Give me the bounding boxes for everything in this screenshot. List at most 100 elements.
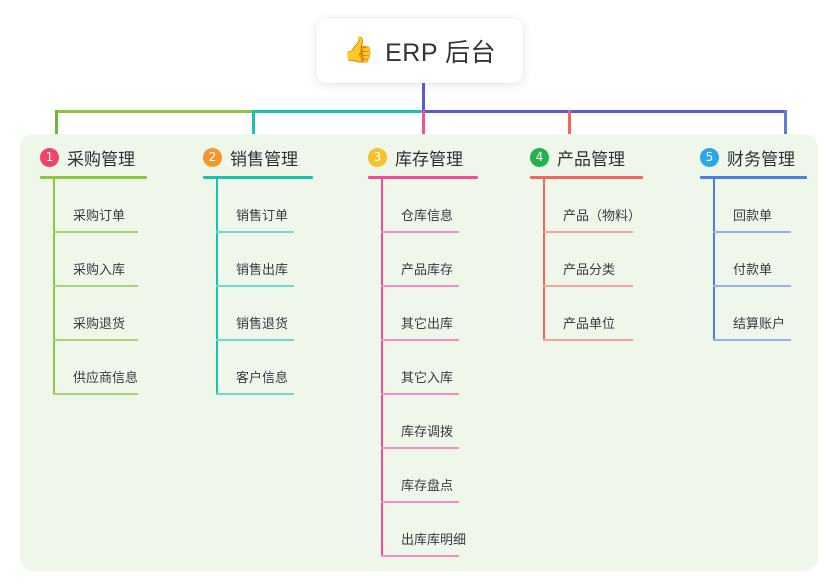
list-item[interactable]: 付款单: [700, 233, 807, 287]
list-item-label: 库存调拨: [401, 424, 454, 439]
column-underline-4: [530, 176, 643, 179]
column-spine-4: [543, 179, 545, 341]
column-underline-3: [368, 176, 478, 179]
column-underline-5: [700, 176, 807, 179]
list-item[interactable]: 产品分类: [530, 233, 643, 287]
list-item[interactable]: 销售出库: [203, 233, 313, 287]
thumbs-up-icon: 👍: [342, 36, 375, 64]
column-items-4: 产品（物料） 产品分类产品单位: [530, 179, 643, 341]
list-item-label: 其它出库: [401, 316, 454, 331]
list-item[interactable]: 采购入库: [40, 233, 147, 287]
list-item-label: 供应商信息: [73, 370, 139, 385]
list-item[interactable]: 产品库存: [368, 233, 478, 287]
list-item[interactable]: 销售退货: [203, 287, 313, 341]
page-title: ERP 后台: [385, 38, 497, 67]
column-4: 4 产品管理产品（物料） 产品分类产品单位: [530, 145, 643, 341]
list-item-rule: [543, 339, 633, 341]
list-item[interactable]: 回款单: [700, 179, 807, 233]
list-item-rule: [713, 285, 791, 287]
list-item-rule: [713, 231, 791, 233]
column-underline-1: [40, 176, 147, 179]
connector-drop-3: [422, 110, 425, 140]
column-badge-1: 1: [40, 147, 59, 167]
column-2: 2 销售管理销售订单销售出库销售退货客户信息: [203, 145, 313, 395]
column-badge-5: 5: [700, 147, 719, 167]
column-badge-2: 2: [203, 147, 222, 167]
column-header-2[interactable]: 2 销售管理: [203, 145, 313, 169]
list-item-label: 产品库存: [401, 262, 454, 277]
list-item-rule: [216, 339, 294, 341]
list-item[interactable]: 库存盘点: [368, 449, 478, 503]
list-item-rule: [381, 501, 459, 503]
list-item-rule: [381, 447, 459, 449]
list-item-label: 采购退货: [73, 316, 126, 331]
list-item[interactable]: 产品（物料）: [530, 179, 643, 233]
list-item-label: 结算账户: [733, 316, 786, 331]
list-item-rule: [543, 285, 633, 287]
list-item[interactable]: 其它入库: [368, 341, 478, 395]
column-underline-2: [203, 176, 313, 179]
list-item[interactable]: 产品单位: [530, 287, 643, 341]
list-item-label: 出库库明细: [401, 532, 467, 547]
column-items-1: 采购订单采购入库采购退货供应商信息: [40, 179, 147, 395]
column-items-5: 回款单付款单结算账户: [700, 179, 807, 341]
list-item-label: 付款单: [733, 262, 773, 277]
list-item[interactable]: 库存调拨: [368, 395, 478, 449]
list-item-label: 回款单: [733, 208, 773, 223]
list-item[interactable]: 客户信息: [203, 341, 313, 395]
list-item-rule: [381, 555, 459, 557]
column-title-5: 财务管理: [727, 149, 795, 169]
column-title-1: 采购管理: [67, 149, 135, 169]
list-item[interactable]: 结算账户: [700, 287, 807, 341]
list-item-rule: [381, 285, 459, 287]
list-item-rule: [216, 231, 294, 233]
column-items-3: 仓库信息产品库存其它出库其它入库库存调拨库存盘点出库库明细: [368, 179, 478, 557]
list-item-rule: [53, 393, 138, 395]
list-item-rule: [216, 393, 294, 395]
root-title-card[interactable]: 👍 ERP 后台: [316, 18, 523, 83]
connector-drop-4: [568, 110, 571, 140]
list-item-rule: [713, 339, 791, 341]
list-item-label: 产品（物料）: [563, 208, 642, 223]
connector-drop-2: [252, 110, 255, 140]
diagram-panel: [20, 134, 818, 571]
connector-bar-green: [55, 110, 254, 113]
column-spine-2: [216, 179, 218, 395]
column-spine-5: [713, 179, 715, 341]
list-item-label: 销售出库: [236, 262, 289, 277]
list-item-rule: [381, 393, 459, 395]
column-1: 1 采购管理采购订单采购入库采购退货供应商信息: [40, 145, 147, 395]
list-item-label: 产品分类: [563, 262, 616, 277]
column-title-2: 销售管理: [230, 149, 298, 169]
column-badge-3: 3: [368, 147, 387, 167]
list-item-label: 其它入库: [401, 370, 454, 385]
list-item[interactable]: 采购退货: [40, 287, 147, 341]
list-item-rule: [381, 339, 459, 341]
connector-bar-blue: [422, 110, 787, 113]
column-badge-4: 4: [530, 147, 549, 167]
column-5: 5 财务管理回款单付款单结算账户: [700, 145, 807, 341]
list-item[interactable]: 销售订单: [203, 179, 313, 233]
column-title-4: 产品管理: [557, 149, 625, 169]
list-item-label: 产品单位: [563, 316, 616, 331]
column-items-2: 销售订单销售出库销售退货客户信息: [203, 179, 313, 395]
list-item[interactable]: 出库库明细: [368, 503, 478, 557]
list-item-rule: [53, 339, 138, 341]
list-item-label: 仓库信息: [401, 208, 454, 223]
list-item-label: 库存盘点: [401, 478, 454, 493]
list-item[interactable]: 其它出库: [368, 287, 478, 341]
column-header-4[interactable]: 4 产品管理: [530, 145, 643, 169]
list-item-rule: [381, 231, 459, 233]
list-item[interactable]: 采购订单: [40, 179, 147, 233]
column-header-5[interactable]: 5 财务管理: [700, 145, 807, 169]
column-header-1[interactable]: 1 采购管理: [40, 145, 147, 169]
column-spine-3: [381, 179, 383, 557]
list-item-rule: [216, 285, 294, 287]
list-item[interactable]: 仓库信息: [368, 179, 478, 233]
connector-root-vertical: [422, 83, 425, 110]
list-item[interactable]: 供应商信息: [40, 341, 147, 395]
list-item-rule: [53, 285, 138, 287]
list-item-label: 采购入库: [73, 262, 126, 277]
